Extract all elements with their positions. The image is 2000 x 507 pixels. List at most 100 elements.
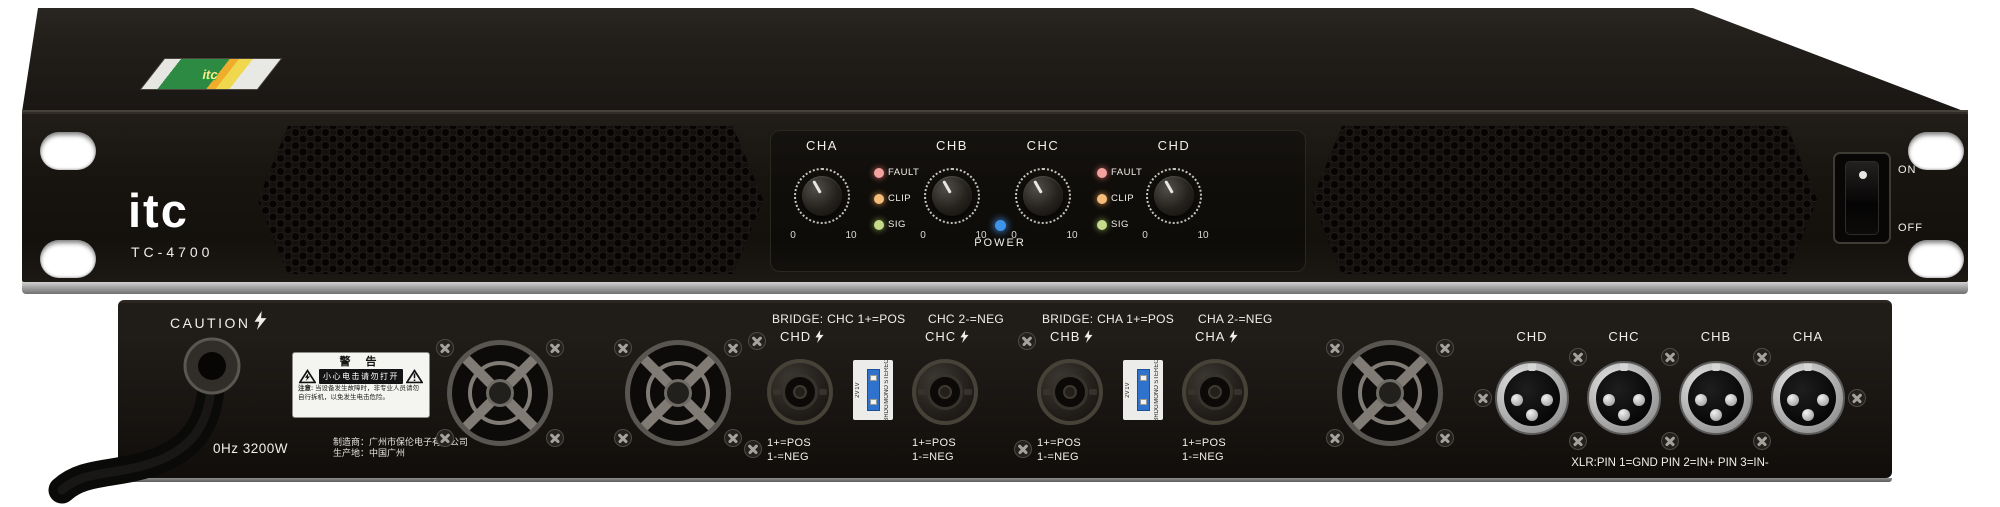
model-number: TC-4700 <box>131 244 214 260</box>
knob-tick-ring <box>1146 168 1202 224</box>
dip-slider[interactable] <box>1139 375 1147 381</box>
top-sticker-text: itc <box>201 66 221 82</box>
knob-body <box>1023 176 1063 216</box>
rack-ear-hole-left-bottom <box>40 240 96 278</box>
xlr-pin <box>1541 394 1553 406</box>
xlr-latch-notch <box>1804 364 1812 371</box>
fan-hub <box>1376 379 1404 407</box>
xlr-pin <box>1618 409 1630 421</box>
dip-slider[interactable] <box>869 399 877 405</box>
mode-dip-switch-group2[interactable]: 2V 1V BRDG MONO STEREO <box>1123 358 1163 422</box>
speakon-center <box>793 385 807 399</box>
mode-dip-switch-group1[interactable]: 2V 1V BRDG MONO STEREO <box>853 359 893 421</box>
fault-led-label: FAULT <box>1111 167 1143 178</box>
speakon-label-cha: CHA <box>1195 329 1239 344</box>
screw <box>1848 389 1866 407</box>
bridge-label-chc-neg: CHC 2-=NEG <box>928 312 1005 326</box>
front-top-bevel <box>22 110 1968 113</box>
screw <box>614 429 632 447</box>
power-label: POWER <box>974 237 1026 249</box>
scale-min: 0 <box>920 230 926 241</box>
speakon-notch <box>964 389 972 395</box>
dip-slider[interactable] <box>1139 399 1147 405</box>
screw <box>546 429 564 447</box>
channel-label-chb: CHB <box>936 138 968 153</box>
polarity-label: 1+=POS 1-=NEG <box>1037 437 1081 463</box>
speakon-notch <box>1234 389 1242 395</box>
xlr-pin <box>1695 394 1707 406</box>
left-ventilation-grille <box>258 126 763 274</box>
brand-logo: itc <box>128 184 189 237</box>
speakon-label-chc: CHC <box>925 329 969 344</box>
scale-min: 0 <box>1142 230 1148 241</box>
dip-switch[interactable] <box>866 369 880 411</box>
power-switch-rocker[interactable] <box>1845 161 1879 235</box>
channel-label-chd: CHD <box>1157 138 1191 153</box>
right-ventilation-grille <box>1312 126 1817 274</box>
power-led <box>995 220 1006 231</box>
dip-switch[interactable] <box>1136 369 1150 411</box>
polarity-label: 1+=POS 1-=NEG <box>912 437 956 463</box>
speakon-socket <box>782 374 818 410</box>
speakon-center <box>1063 385 1077 399</box>
screw <box>1474 389 1492 407</box>
fault-led <box>874 168 884 178</box>
dip-mode-labels: BRDG MONO STEREO <box>1154 358 1160 422</box>
xlr-latch-notch <box>1528 364 1536 371</box>
warning-body-line1: 注意: 当设备发生故障时，非专业人员请勿 <box>298 385 419 392</box>
speakon-notch <box>1188 389 1196 395</box>
xlr-pinout-note: XLR:PIN 1=GND PIN 2=IN+ PIN 3=IN- <box>1571 457 1769 469</box>
gain-knob-chc[interactable] <box>1015 168 1071 224</box>
speakon-socket <box>927 374 963 410</box>
polarity-label: 1+=POS 1-=NEG <box>1182 437 1226 463</box>
signal-led-label: SIG <box>1111 219 1129 230</box>
lightning-bolt-icon <box>815 330 824 343</box>
speakon-connector-chb <box>1037 359 1103 425</box>
screw <box>1018 332 1036 350</box>
bridge-label-chc: BRIDGE: CHC 1+=POS <box>772 312 906 326</box>
screw <box>436 429 454 447</box>
speakon-notch <box>773 389 781 395</box>
lightning-bolt-icon <box>254 311 267 330</box>
xlr-pin <box>1817 394 1829 406</box>
switch-off-label: OFF <box>1898 222 1923 234</box>
knob-tick-ring <box>1015 168 1071 224</box>
power-switch[interactable] <box>1833 152 1891 244</box>
screw <box>546 339 564 357</box>
fan-hub <box>664 379 692 407</box>
knob-tick-ring <box>924 168 980 224</box>
screw <box>748 332 766 350</box>
xlr-label-cha: CHA <box>1792 329 1824 344</box>
gain-knob-chd[interactable] <box>1146 168 1202 224</box>
xlr-pin <box>1603 394 1615 406</box>
lightning-bolt-icon <box>960 330 969 343</box>
manufacturer-info: 制造商：广州市保伦电子有限公司 生产地：中国广州 <box>333 437 468 459</box>
xlr-latch-notch <box>1620 364 1628 371</box>
knob-body <box>1154 176 1194 216</box>
scale-max: 10 <box>1197 230 1209 241</box>
caution-label: CAUTION <box>170 315 251 331</box>
gain-knob-chb[interactable] <box>924 168 980 224</box>
gain-knob-cha[interactable] <box>794 168 850 224</box>
screw <box>1753 348 1771 366</box>
warning-body-line2: 自行拆机，以免发生电击危险。 <box>298 394 389 401</box>
top-sticker: itc <box>139 58 283 90</box>
screw <box>1661 348 1679 366</box>
front-bottom-trim <box>22 282 1968 294</box>
fault-led <box>1097 168 1107 178</box>
switch-on-label: ON <box>1898 164 1917 176</box>
warning-title: 警 告 <box>339 356 383 368</box>
fan-guard-ring <box>646 361 710 425</box>
knob-pointer <box>1163 180 1174 194</box>
xlr-pin <box>1710 409 1722 421</box>
speakon-center <box>938 385 952 399</box>
screw <box>436 339 454 357</box>
screw <box>614 339 632 357</box>
dip-slider[interactable] <box>869 375 877 381</box>
fan-guard-ring <box>468 361 532 425</box>
signal-led-label: SIG <box>888 219 906 230</box>
power-switch-indicator-dot <box>1859 171 1867 179</box>
rack-ear-hole-left-top <box>40 132 96 170</box>
xlr-label-chc: CHC <box>1608 329 1640 344</box>
